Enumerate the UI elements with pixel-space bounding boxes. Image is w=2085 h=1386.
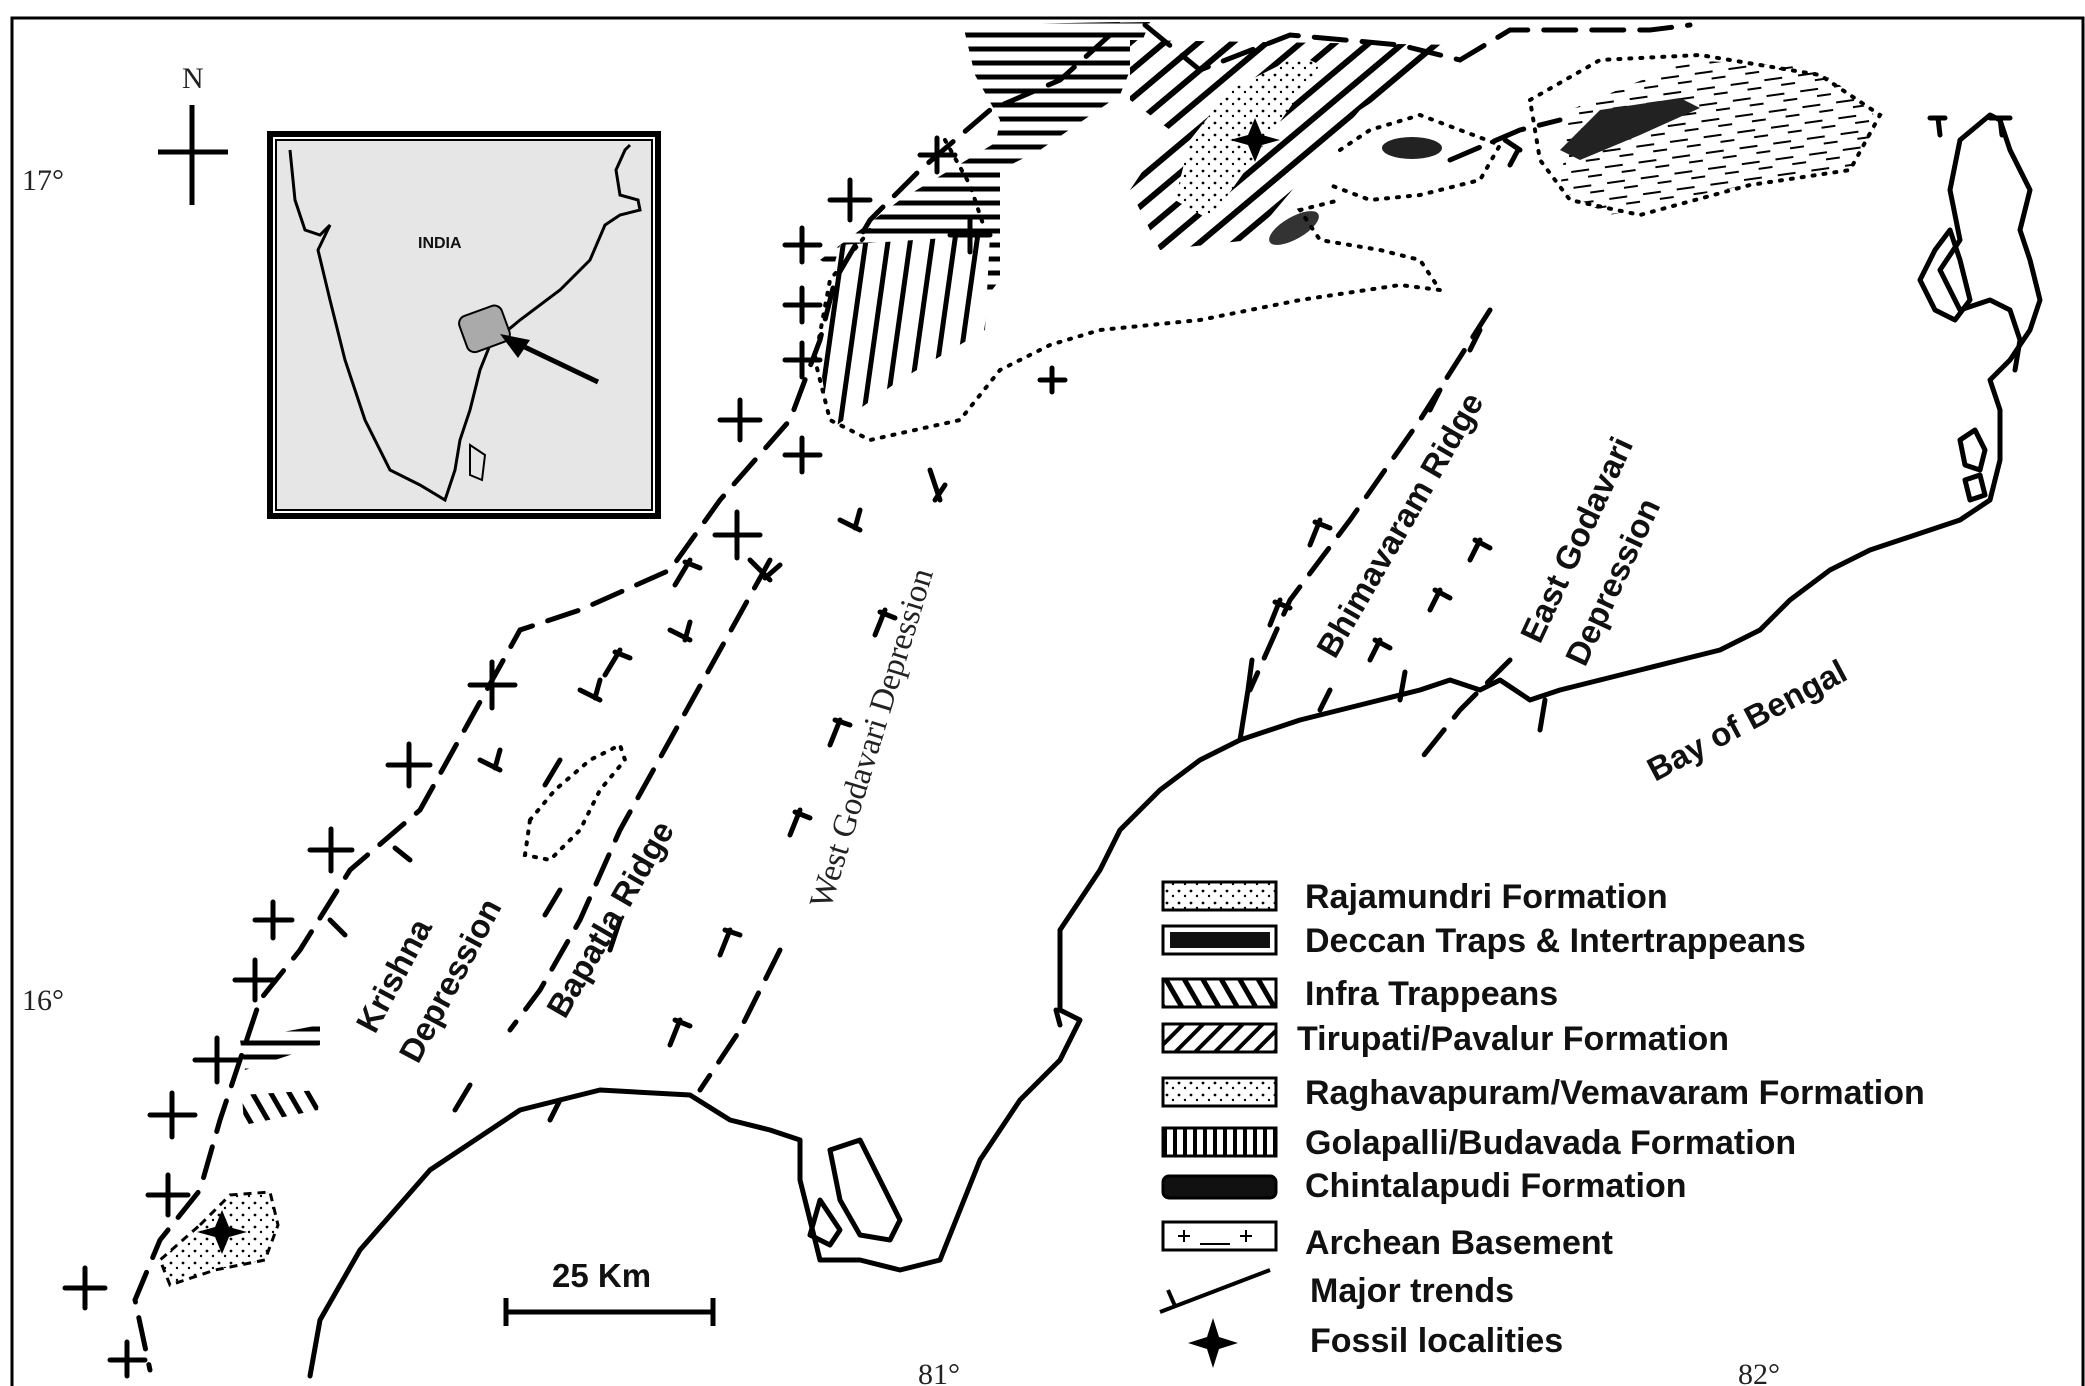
lon-81-label: 81° — [918, 1358, 960, 1386]
delta-island-3 — [1957, 427, 1988, 473]
legend-label-trends: Major trends — [1310, 1272, 1514, 1310]
coastline — [307, 112, 2043, 1379]
coastal-faults — [1053, 657, 1548, 1028]
north-arrow: N — [158, 62, 228, 205]
legend-label-golapalli: Golapalli/Budavada Formation — [1305, 1124, 1796, 1162]
structural-lines — [132, 22, 1693, 1373]
fossil-star-south — [197, 1210, 247, 1254]
inset-country-label: INDIA — [418, 235, 462, 252]
mainland-coast — [307, 112, 2043, 1379]
legend-swatch-golapalli — [1161, 1126, 1278, 1158]
scale-bar: 25 Km — [503, 1257, 716, 1326]
legend-label-fossils: Fossil localities — [1310, 1322, 1563, 1360]
dark-unit-1 — [1382, 137, 1442, 159]
horizontal-lines-unit-north — [963, 22, 1150, 175]
legend-symbol-fossil — [1188, 1318, 1238, 1368]
legend-label-raghavapuram: Raghavapuram/Vemavaram Formation — [1305, 1074, 1925, 1112]
study-area-marker — [458, 304, 511, 354]
legend-swatch-tirupati — [1161, 1022, 1278, 1054]
dark-unit-3 — [1560, 98, 1700, 160]
dotted-boundaries — [522, 52, 1883, 863]
delta-island-4 — [1962, 472, 1988, 503]
legend-label-archean: Archean Basement — [1305, 1224, 1613, 1262]
legend-swatch-infra — [1161, 977, 1278, 1009]
north-label: N — [182, 62, 204, 95]
small-hatched-unit-2 — [242, 1090, 320, 1125]
legend-label-infra: Infra Trappeans — [1305, 975, 1558, 1013]
india-outline — [288, 143, 642, 503]
lat-16-label: 16° — [22, 984, 64, 1017]
legend-label-rajamundri: Rajamundri Formation — [1305, 878, 1668, 916]
lon-82-label: 82° — [1738, 1358, 1780, 1386]
legend-swatch-rajamundri — [1161, 880, 1278, 912]
legend-symbol-trends — [1159, 1268, 1271, 1314]
inset-arrowhead — [500, 334, 530, 358]
vertical-lines-unit — [815, 235, 990, 430]
legend-label-tirupati: Tirupati/Pavalur Formation — [1297, 1020, 1729, 1058]
fossil-localities — [197, 118, 1280, 1254]
scale-label: 25 Km — [552, 1257, 651, 1294]
legend-swatch-chintalapudi — [1161, 1174, 1278, 1200]
archean-crosses — [62, 135, 1068, 1379]
fossil-star-north — [1230, 118, 1280, 162]
east-coast-cape — [1917, 227, 1973, 323]
small-hatched-unit — [240, 1025, 320, 1070]
delta-island-2 — [807, 1197, 843, 1248]
delta-island-1 — [827, 1137, 903, 1243]
india-inset-map: INDIA — [267, 131, 661, 519]
legend-swatch-raghavapuram — [1161, 1076, 1278, 1108]
legend-label-deccan: Deccan Traps & Intertrappeans — [1305, 922, 1806, 960]
legend-label-chintalapudi: Chintalapudi Formation — [1305, 1167, 1687, 1205]
lat-17-label: 17° — [22, 164, 64, 197]
legend: Rajamundri Formation Deccan Traps & Inte… — [1159, 878, 1925, 1368]
sri-lanka-outline — [469, 443, 487, 482]
major-trend-ticks — [327, 115, 2013, 1123]
